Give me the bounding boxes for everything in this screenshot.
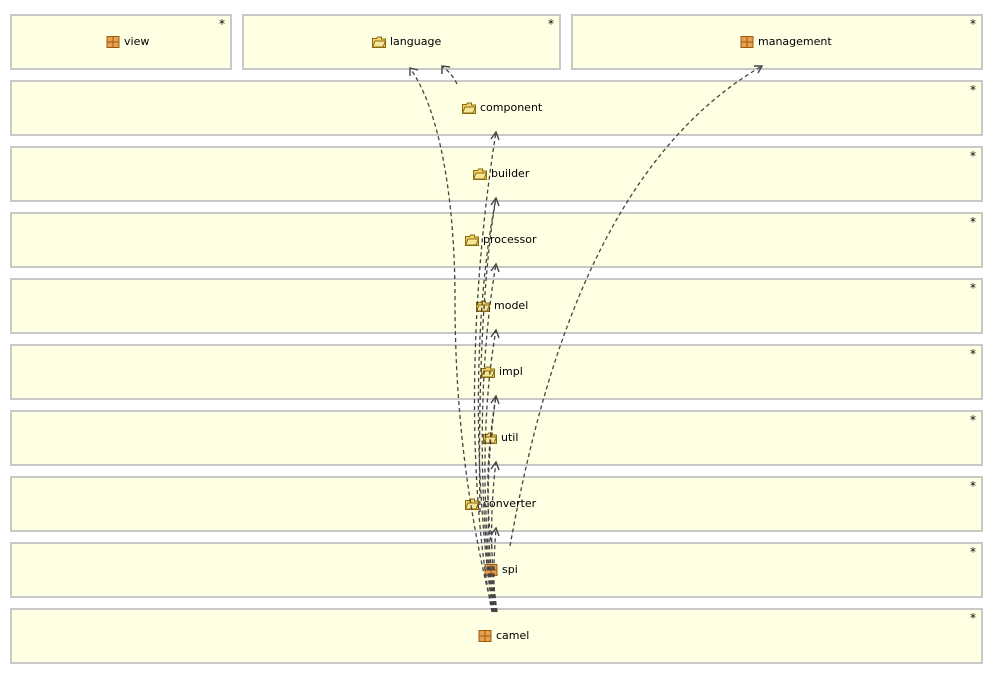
package-processor[interactable]: * processor	[10, 212, 983, 268]
package-management[interactable]: * management	[571, 14, 983, 70]
package-label: util	[501, 431, 519, 444]
package-label: processor	[483, 233, 537, 246]
package-spi[interactable]: * spi	[10, 542, 983, 598]
package-builder[interactable]: * builder	[10, 146, 983, 202]
folder-package-icon	[462, 102, 476, 114]
folder-package-icon	[481, 366, 495, 378]
package-component[interactable]: * component	[10, 80, 983, 136]
folder-package-icon	[465, 234, 479, 246]
folder-package-icon	[483, 432, 497, 444]
modified-marker: *	[970, 215, 976, 229]
package-label: language	[390, 35, 442, 48]
modified-marker: *	[970, 149, 976, 163]
folder-package-icon	[372, 36, 386, 48]
package-util[interactable]: * util	[10, 410, 983, 466]
package-label: model	[494, 299, 529, 312]
package-language[interactable]: * language	[242, 14, 561, 70]
modified-marker: *	[219, 17, 225, 31]
package-impl[interactable]: * impl	[10, 344, 983, 400]
package-model[interactable]: * model	[10, 278, 983, 334]
modified-marker: *	[970, 17, 976, 31]
folder-package-icon	[476, 300, 490, 312]
modified-marker: *	[548, 17, 554, 31]
modified-marker: *	[970, 83, 976, 97]
modified-marker: *	[970, 347, 976, 361]
modified-marker: *	[970, 611, 976, 625]
package-icon	[478, 629, 492, 642]
folder-package-icon	[465, 498, 479, 510]
package-icon	[106, 35, 120, 48]
package-label: impl	[499, 365, 523, 378]
package-label: builder	[491, 167, 530, 180]
package-view[interactable]: * view	[10, 14, 232, 70]
folder-package-icon	[473, 168, 487, 180]
package-converter[interactable]: * converter	[10, 476, 983, 532]
package-label: camel	[496, 629, 530, 642]
package-label: converter	[483, 497, 537, 510]
package-label: spi	[502, 563, 518, 576]
modified-marker: *	[970, 281, 976, 295]
modified-marker: *	[970, 545, 976, 559]
package-label: component	[480, 101, 543, 114]
package-icon	[740, 35, 754, 48]
modified-marker: *	[970, 479, 976, 493]
package-label: view	[124, 35, 150, 48]
package-icon	[484, 563, 498, 576]
package-camel[interactable]: * camel	[10, 608, 983, 664]
modified-marker: *	[970, 413, 976, 427]
package-label: management	[758, 35, 832, 48]
